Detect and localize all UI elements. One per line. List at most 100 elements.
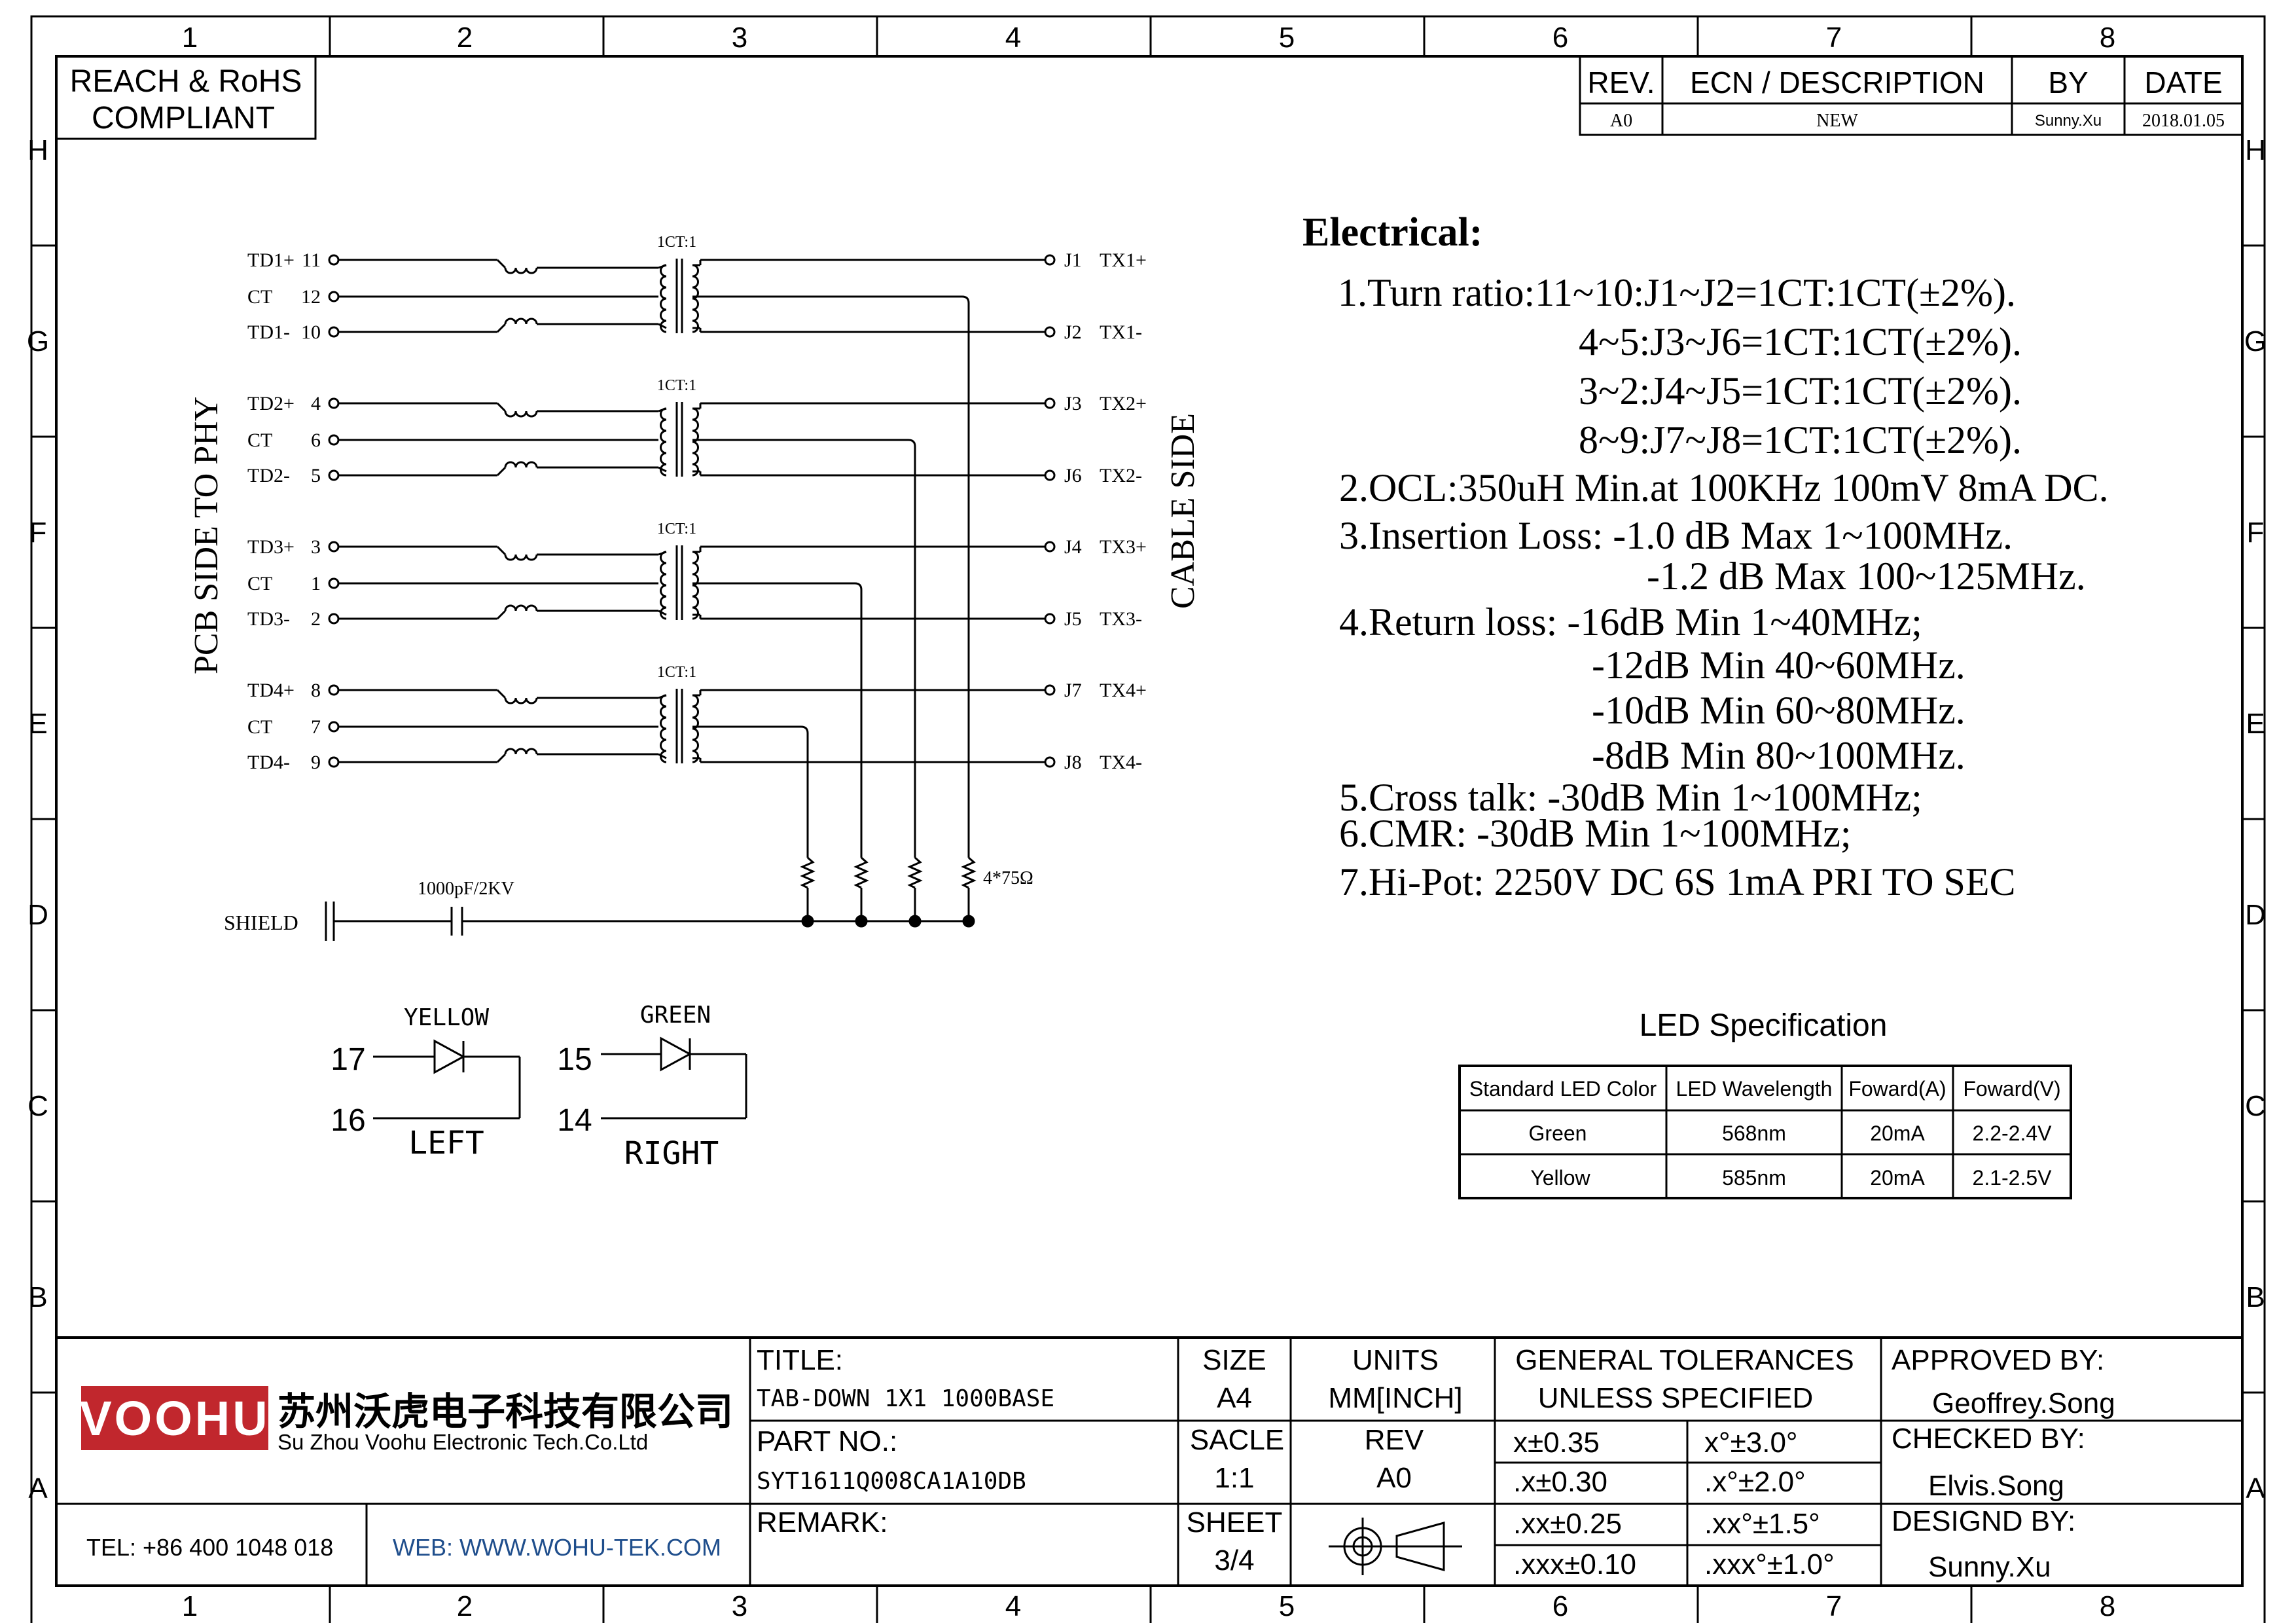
col-label-bottom: 7	[1826, 1590, 1842, 1622]
pin-number: 11	[302, 249, 321, 271]
by-header: BY	[2048, 65, 2088, 100]
pin-terminal	[328, 326, 340, 338]
pin-name: TD4-	[247, 752, 290, 773]
column-labels: 1 2 3 4 5 6 7 8 1 2 3 4 5 6 7 8	[182, 22, 2115, 1622]
out-terminal	[1044, 469, 1056, 481]
pin-number: 3	[311, 536, 321, 558]
pin-name: CT	[247, 286, 272, 308]
part-value: SYT1611Q008CA1A10DB	[757, 1468, 1026, 1495]
compliance-line-1: REACH & RoHS	[70, 64, 302, 99]
rev-value-block: A0	[1376, 1462, 1412, 1494]
sheet-label: SHEET	[1187, 1506, 1283, 1539]
row-label-right: B	[2246, 1281, 2265, 1313]
pin-name: TD2-	[247, 465, 290, 486]
approved-value: Geoffrey.Song	[1932, 1387, 2115, 1419]
termination-resistor	[800, 856, 816, 889]
out-pin: J8	[1064, 752, 1082, 773]
led-spec-header: LED Wavelength	[1676, 1077, 1833, 1101]
choke-coil	[504, 697, 538, 704]
col-label-top: 6	[1552, 22, 1568, 54]
pin-name: TD2+	[247, 393, 295, 414]
title-block: VOOHU 苏州沃虎电子科技有限公司 Su Zhou Voohu Electro…	[56, 1336, 2242, 1586]
col-label-bottom: 3	[732, 1590, 747, 1622]
wire	[496, 402, 507, 412]
row-label-right: A	[2246, 1472, 2265, 1504]
row-label-right: F	[2247, 517, 2265, 549]
wire-bend	[854, 582, 863, 591]
company-cn: 苏州沃虎电子科技有限公司	[278, 1391, 733, 1433]
row-label-right: G	[2244, 325, 2267, 357]
row-label-left: C	[27, 1090, 48, 1122]
led-spec-cell: 20mA	[1870, 1122, 1925, 1145]
projection-symbol-icon	[1329, 1518, 1462, 1575]
col-label-top: 7	[1826, 22, 1842, 54]
led-spec-header: Standard LED Color	[1469, 1077, 1657, 1101]
electrical-line: -8dB Min 80~100MHz.	[1592, 734, 1965, 777]
choke-coil	[504, 410, 538, 418]
choke-coil	[504, 554, 538, 561]
pin-name: CT	[247, 429, 272, 451]
pin-terminal	[328, 469, 340, 481]
tolerance-cell: x°±3.0°	[1704, 1427, 1798, 1459]
transformer-secondary-coil	[692, 407, 699, 477]
row-label-left: D	[27, 899, 48, 931]
wire	[496, 259, 507, 269]
led-right-pin-b: 14	[557, 1103, 592, 1138]
row-label-right: D	[2245, 899, 2266, 931]
tolerance-cell: .xx°±1.5°	[1704, 1508, 1820, 1540]
led-spec-title: LED Specification	[1640, 1008, 1888, 1043]
compliance-box: REACH & RoHS COMPLIANT	[55, 55, 317, 140]
electrical-line: 3~2:J4~J5=1CT:1CT(±2%).	[1579, 369, 2022, 412]
led-spec-table: LED Specification Standard LED Color LED…	[1458, 1008, 2072, 1199]
led-spec-cell: Green	[1529, 1122, 1587, 1145]
out-pin: J3	[1064, 393, 1082, 414]
led-right-pin-a: 15	[557, 1042, 592, 1077]
tel-text: TEL: +86 400 1048 018	[86, 1534, 333, 1561]
electrical-line: 6.CMR: -30dB Min 1~100MHz;	[1339, 812, 1852, 855]
size-value: A4	[1217, 1382, 1252, 1414]
wire	[658, 551, 667, 556]
row-label-right: H	[2245, 134, 2266, 166]
led-spec-cell: 585nm	[1722, 1166, 1786, 1190]
ecn-header: ECN / DESCRIPTION	[1690, 65, 1984, 100]
title-label: TITLE:	[757, 1344, 843, 1376]
transformer-primary-coil	[660, 694, 667, 763]
out-pin: J1	[1064, 249, 1082, 271]
electrical-line: 4~5:J3~J6=1CT:1CT(±2%).	[1579, 320, 2022, 363]
pin-name: TD3-	[247, 608, 290, 630]
row-label-left: B	[28, 1281, 47, 1313]
title-value: TAB-DOWN 1X1 1000BASE	[757, 1385, 1054, 1412]
col-label-top: 1	[182, 22, 198, 54]
wire-bend	[800, 725, 809, 734]
row-label-left: G	[27, 325, 49, 357]
out-pin: J5	[1064, 608, 1082, 630]
col-label-top: 8	[2100, 22, 2115, 54]
wire	[496, 689, 507, 699]
sheet-value: 3/4	[1214, 1544, 1254, 1577]
checked-value: Elvis.Song	[1928, 1470, 2064, 1502]
led-right-symbol	[601, 1036, 747, 1120]
led-spec-cell: 568nm	[1722, 1122, 1786, 1145]
pin-name: TD1-	[247, 321, 290, 343]
out-signal: TX3+	[1100, 536, 1147, 558]
date-header: DATE	[2144, 65, 2222, 100]
resistor-label: 4*75Ω	[983, 868, 1033, 888]
led-spec-cell: 2.2-2.4V	[1973, 1122, 2053, 1145]
pin-terminal	[328, 613, 340, 625]
tolerance-cell: .xxx±0.10	[1513, 1548, 1636, 1580]
company-en: Su Zhou Voohu Electronic Tech.Co.Ltd	[278, 1430, 648, 1454]
electrical-line: 1.Turn ratio:11~10:J1~J2=1CT:1CT(±2%).	[1338, 271, 2016, 314]
choke-coil	[504, 318, 538, 325]
capacitor-label: 1000pF/2KV	[418, 879, 514, 899]
col-label-bottom: 4	[1005, 1590, 1021, 1622]
out-signal: TX2-	[1100, 465, 1142, 486]
pin-name: TD3+	[247, 536, 295, 558]
wire	[658, 610, 667, 616]
wire	[658, 323, 667, 329]
out-signal: TX2+	[1100, 393, 1147, 414]
wire	[496, 545, 507, 556]
approved-label: APPROVED BY:	[1892, 1344, 2104, 1376]
transformer-primary-coil	[660, 407, 667, 477]
scale-label: SACLE	[1190, 1424, 1284, 1456]
